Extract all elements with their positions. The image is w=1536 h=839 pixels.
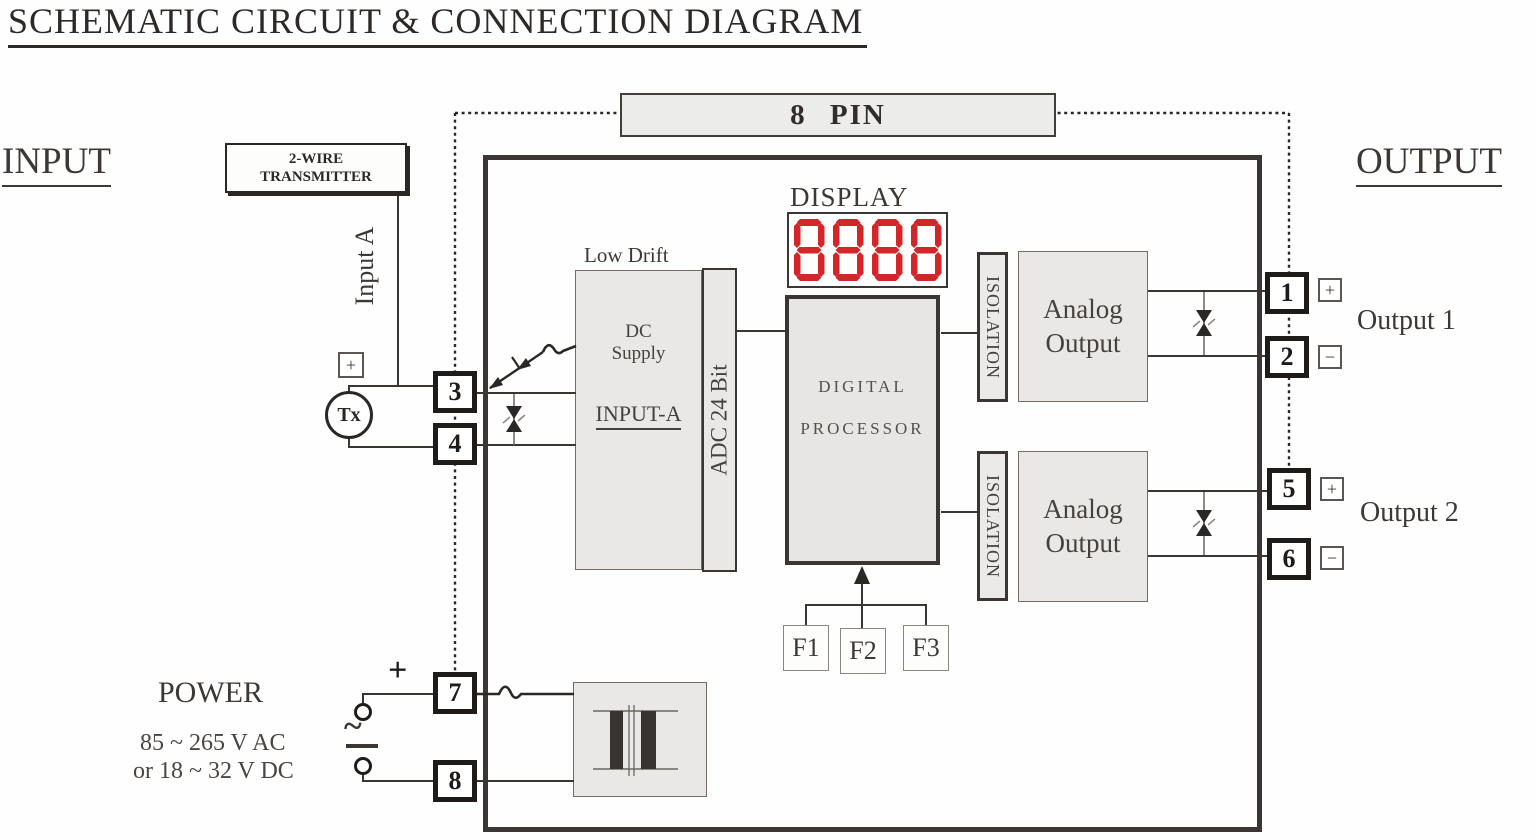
display-label: DISPLAY [790,182,909,212]
seven-seg-digit [871,219,903,281]
ac-tilde-symbol: ~ [344,708,362,745]
f3-key: F3 [903,625,949,671]
f2-key: F2 [840,628,886,674]
adc-strip: ADC 24 Bit [702,268,737,572]
instrument-enclosure-box [483,155,1262,832]
isolation-label-1: ISOLATION [983,275,1003,379]
power-heading: POWER [158,676,263,709]
power-spec-line1: 85 ~ 265 V AC [140,730,286,756]
terminal-1: 1 [1265,272,1309,314]
f1-key: F1 [783,625,829,671]
input-a-wire-label: Input A [350,226,379,306]
terminal-8: 8 [433,760,477,802]
output1-plus-box: + [1318,278,1342,302]
processor-label-line1: DIGITAL [818,377,907,396]
isolation-strip-2: ISOLATION [977,451,1008,601]
output1-label: Output 1 [1357,305,1456,336]
analog-output-2-line1: Analog [1043,493,1123,524]
dc-bar-symbol [346,744,378,748]
output2-label: Output 2 [1360,497,1459,528]
seven-seg-display [787,212,948,288]
analog-output-1-line2: Output [1045,327,1121,358]
analog-output-block-1: Analog Output [1018,251,1148,402]
transmitter-label-line1: 2-WIRE [288,151,344,167]
terminal-2: 2 [1265,336,1309,378]
analog-output-2-line2: Output [1045,527,1121,558]
seven-seg-digit [832,219,864,281]
power-spec-line2: or 18 ~ 32 V DC [133,758,294,784]
seven-seg-digit [793,219,825,281]
isolation-strip-1: ISOLATION [977,252,1008,402]
terminal-4: 4 [433,423,477,465]
dc-supply-label-line2: Supply [611,343,666,364]
output2-plus-box: + [1320,477,1344,501]
output1-minus-box: − [1318,345,1342,369]
seven-seg-digit [910,219,942,281]
power-terminal-dot-1 [354,703,372,721]
terminal-6: 6 [1267,538,1311,580]
tx-transmitter-circle: Tx [325,391,373,439]
page-title: SCHEMATIC CIRCUIT & CONNECTION DIAGRAM [8,0,868,48]
pin-count-box: 8 PIN [620,93,1056,137]
input-polarity-plus-box: + [338,352,364,378]
transmitter-label-line2: TRANSMITTER [260,169,372,185]
terminal-7: 7 [433,672,477,714]
power-terminal-dot-2 [354,757,372,775]
analog-output-1-line1: Analog [1043,293,1123,324]
low-drift-label: Low Drift [584,243,669,267]
processor-label-line2: PROCESSOR [800,419,925,438]
adc-label: ADC 24 Bit [706,364,732,476]
power-plus-label: + [388,652,408,689]
dc-supply-label-line1: DC [625,321,652,342]
input-heading: INPUT [2,140,111,187]
isolation-label-2: ISOLATION [983,474,1003,578]
digital-processor-block: DIGITAL PROCESSOR [785,295,940,565]
terminal-3: 3 [433,371,477,413]
input-a-block-label: INPUT-A [595,401,682,430]
output2-minus-box: − [1320,546,1344,570]
power-transformer-block [573,682,707,797]
two-wire-transmitter-box: 2-WIRE TRANSMITTER [225,143,407,193]
dc-supply-input-block: DC Supply INPUT-A [575,270,702,570]
terminal-5: 5 [1267,468,1311,510]
output-heading: OUTPUT [1356,140,1502,187]
analog-output-block-2: Analog Output [1018,451,1148,602]
